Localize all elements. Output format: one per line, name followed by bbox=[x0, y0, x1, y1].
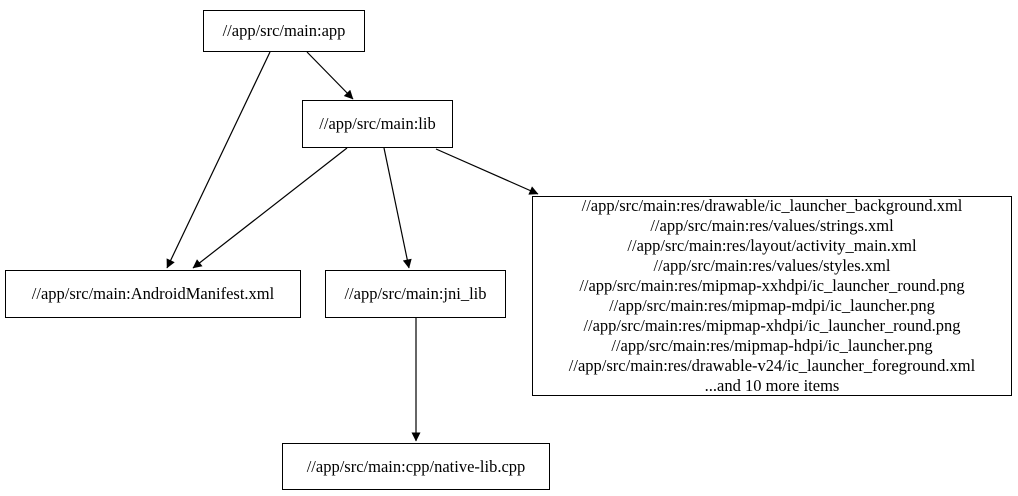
node-app: //app/src/main:app bbox=[203, 10, 365, 52]
node-app-label: //app/src/main:app bbox=[222, 21, 346, 40]
edge-app-to-android-manifest bbox=[166, 51, 271, 269]
node-android-manifest-label: //app/src/main:AndroidManifest.xml bbox=[31, 284, 275, 303]
node-jni-lib-label: //app/src/main:jni_lib bbox=[344, 284, 487, 303]
node-lib: //app/src/main:lib bbox=[302, 100, 453, 148]
edge-lib-to-android-manifest bbox=[192, 147, 348, 269]
edge-lib-to-res-files bbox=[435, 148, 539, 195]
node-android-manifest: //app/src/main:AndroidManifest.xml bbox=[5, 270, 301, 318]
node-res-files: //app/src/main:res/drawable/ic_launcher_… bbox=[532, 196, 1012, 396]
node-lib-label: //app/src/main:lib bbox=[319, 114, 436, 133]
node-res-files-label: //app/src/main:res/drawable/ic_launcher_… bbox=[568, 196, 976, 395]
node-native-lib-cpp-label: //app/src/main:cpp/native-lib.cpp bbox=[306, 456, 526, 476]
node-jni-lib: //app/src/main:jni_lib bbox=[325, 270, 506, 318]
edge-lib-to-jni-lib bbox=[383, 147, 412, 269]
edge-app-to-lib bbox=[306, 51, 354, 100]
node-native-lib-cpp: //app/src/main:cpp/native-lib.cpp bbox=[282, 443, 550, 490]
